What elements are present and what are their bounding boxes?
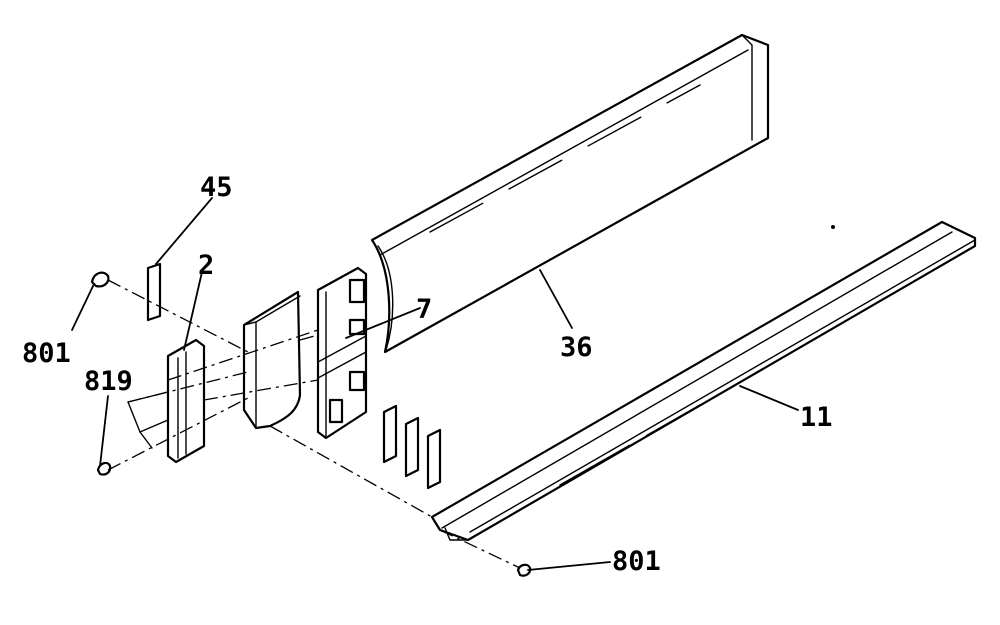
callout-801-upper: 801 (22, 338, 71, 369)
callout-11: 11 (800, 402, 833, 433)
stray-dot (831, 225, 835, 229)
part-36-upper-rail (370, 33, 770, 354)
screw-801-upper (90, 271, 110, 288)
callout-2: 2 (198, 250, 214, 281)
leader-lines (71, 197, 799, 571)
callout-7: 7 (416, 294, 432, 325)
assembly-lines (107, 279, 521, 569)
callout-45: 45 (200, 172, 233, 203)
screw-801-bottom (516, 563, 532, 577)
part-2-clip (166, 338, 206, 464)
callout-819: 819 (84, 366, 133, 397)
part-11-lower-rail (430, 220, 977, 542)
callout-801-bottom: 801 (612, 546, 661, 577)
part-7-bracket (316, 266, 368, 440)
part-45-tab (146, 262, 162, 322)
callout-labels: 45 2 801 819 7 36 11 801 (22, 172, 833, 577)
screw-801-left-lower (96, 461, 112, 476)
end-housing (242, 290, 302, 430)
pins-group (382, 404, 442, 490)
callout-36: 36 (560, 332, 593, 363)
